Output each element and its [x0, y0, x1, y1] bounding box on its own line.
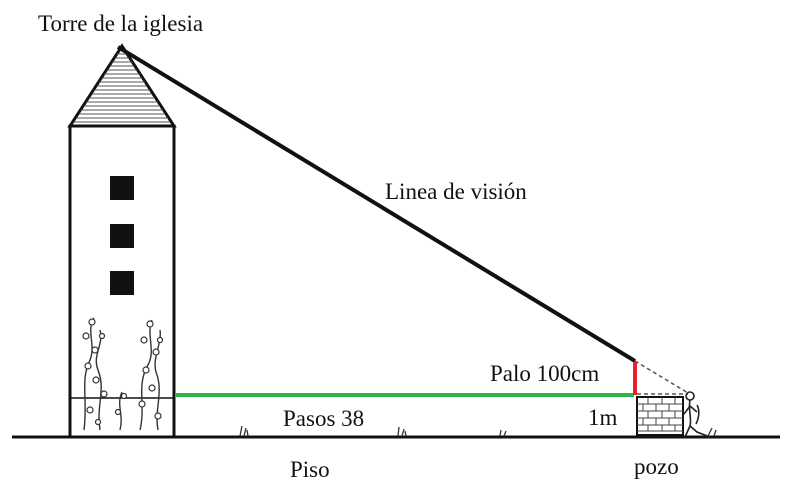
tower-roof: [67, 43, 177, 128]
well: [636, 396, 684, 436]
steps-label: Pasos 38: [283, 406, 365, 431]
vine-leaves: [82, 318, 164, 426]
stick-label: Palo 100cm: [490, 361, 600, 386]
floor-label: Piso: [290, 457, 330, 482]
well-label: pozo: [634, 454, 679, 479]
sight-line-extension: [634, 360, 689, 394]
sight-line-label: Linea de visión: [385, 179, 527, 204]
tower-label: Torre de la iglesia: [38, 11, 204, 36]
tower-window: [110, 271, 134, 295]
tower-window: [110, 176, 134, 200]
grass-tufts: [239, 425, 717, 437]
sight-line: [116, 45, 637, 363]
observer-figure: [683, 391, 711, 438]
well-height-label: 1m: [588, 405, 618, 430]
tower-window: [110, 224, 134, 248]
